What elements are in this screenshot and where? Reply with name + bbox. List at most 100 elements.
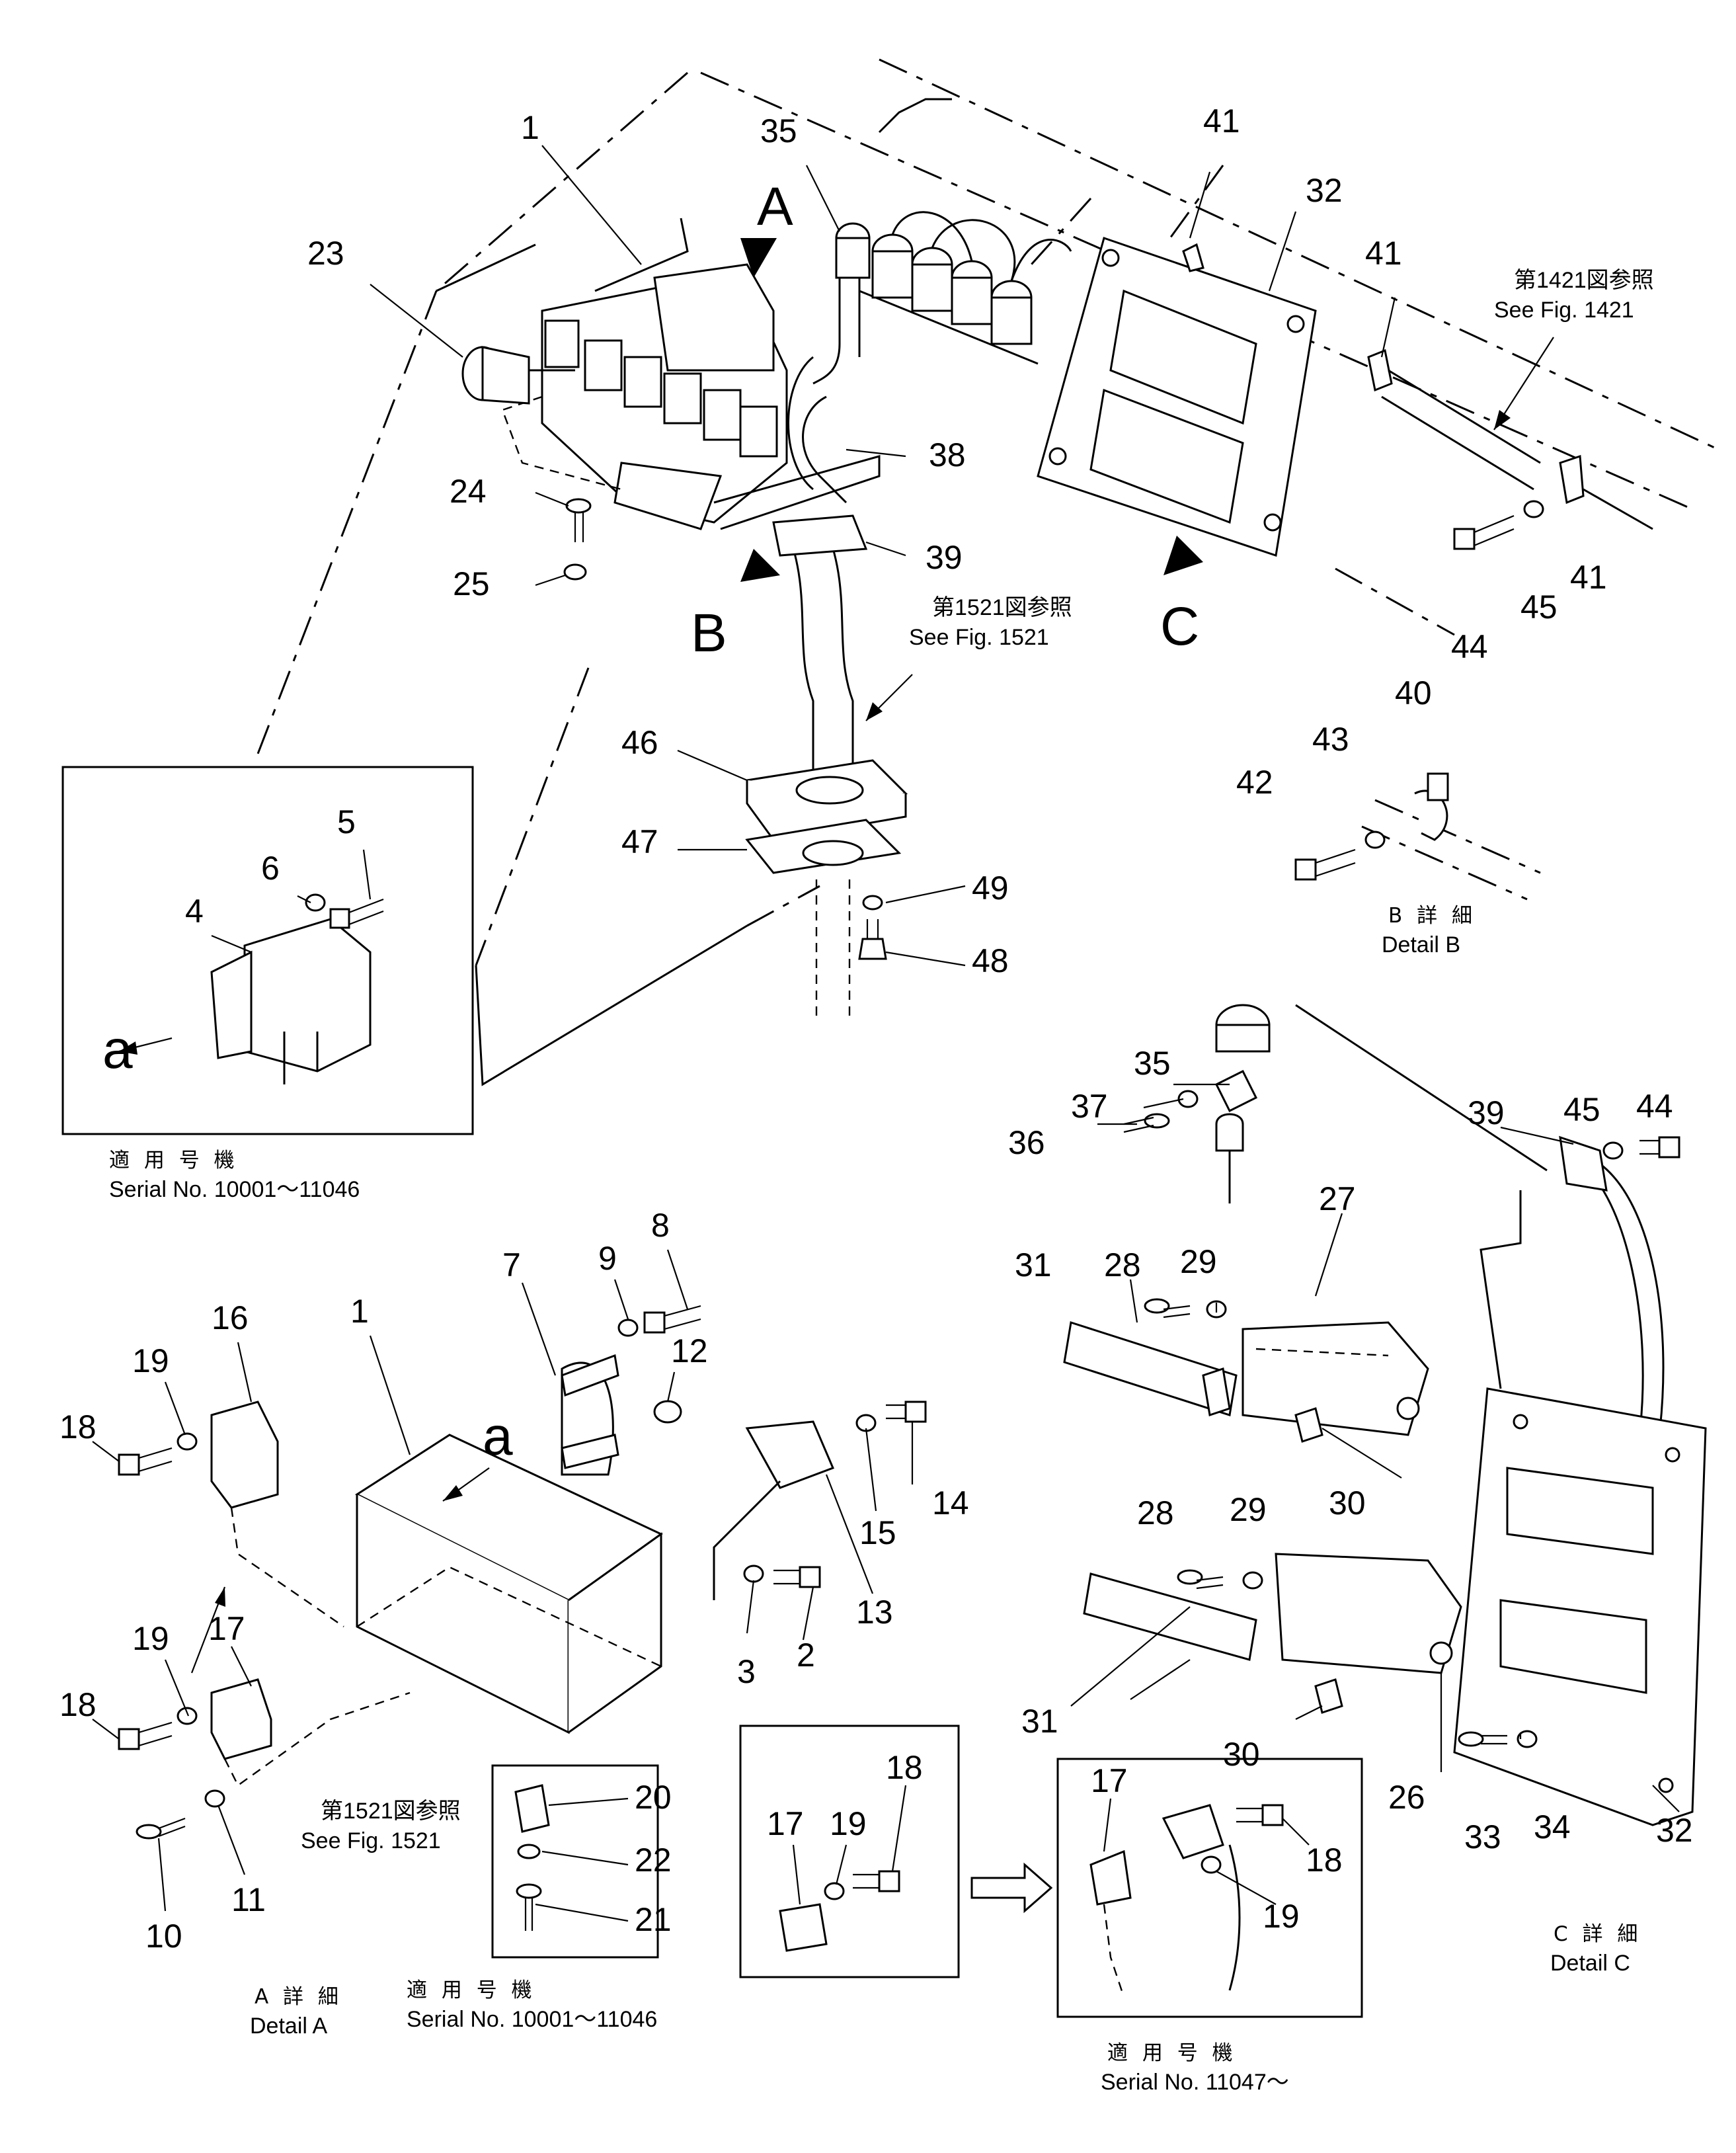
ref-fig-1521b-en: See Fig. 1521 — [301, 1828, 441, 1853]
grommet-46-47 — [745, 759, 908, 1018]
inset-box-serial-11047 — [1056, 1758, 1363, 2018]
callout: 29 — [1230, 1491, 1267, 1528]
callout: 44 — [1636, 1088, 1673, 1125]
inset-box-a — [61, 766, 474, 1135]
view-arrow-a — [740, 238, 777, 278]
sensor-pack — [835, 211, 1072, 365]
view-arrows — [740, 238, 1203, 582]
callout: 20 — [635, 1779, 672, 1816]
ref-fig-1521-jp: 第1521図参照 — [932, 595, 1072, 620]
callout: 19 — [1263, 1898, 1300, 1935]
ref-fig-1521-en: See Fig. 1521 — [909, 625, 1049, 650]
view-letter-a-small: a — [483, 1406, 513, 1467]
callout: 41 — [1570, 559, 1607, 596]
serial-label-jp: 適 用 号 機 — [407, 1978, 536, 2002]
callout: 46 — [621, 724, 658, 761]
callout: 19 — [132, 1620, 169, 1657]
callout: 14 — [932, 1484, 969, 1522]
callout: 42 — [1236, 764, 1273, 801]
serial-range: Serial No. 10001～11046 — [407, 2007, 657, 2032]
view-letter-b: B — [691, 603, 727, 663]
connector-plate-32 — [1037, 237, 1317, 557]
callout: 1 — [521, 109, 539, 146]
callout: 10 — [145, 1918, 182, 1955]
callout: 2 — [797, 1637, 815, 1674]
callout: 39 — [1468, 1094, 1505, 1131]
inset-box-serial-10001-b — [739, 1725, 960, 1978]
ref-fig-1521b-jp: 第1521図参照 — [321, 1799, 461, 1824]
callout: 43 — [1312, 721, 1349, 758]
callout: 28 — [1137, 1494, 1174, 1531]
transition-arrow — [970, 1862, 1053, 1914]
view-letter-a-small: a — [102, 1020, 133, 1080]
callout: 16 — [212, 1299, 249, 1336]
callout: 17 — [1091, 1762, 1128, 1799]
callout: 13 — [856, 1594, 893, 1631]
callout: 17 — [208, 1610, 245, 1647]
callout: 27 — [1319, 1180, 1356, 1217]
callout: 45 — [1520, 589, 1558, 626]
serial-range: Serial No. 11047～ — [1101, 2070, 1289, 2095]
callout: 31 — [1021, 1703, 1058, 1740]
callout: 39 — [926, 539, 963, 576]
callout-numbers: 1 23 35 41 32 41 38 24 25 39 44 45 41 46… — [59, 102, 1693, 1955]
callout: 18 — [59, 1686, 97, 1723]
callout: 28 — [1104, 1246, 1141, 1283]
callout: 17 — [767, 1805, 804, 1842]
view-letters: A B C a a — [102, 177, 1199, 1467]
bolt-44-washer-45 — [1453, 500, 1544, 550]
callout: 15 — [859, 1514, 896, 1551]
callout: 30 — [1223, 1736, 1260, 1773]
detail-a-title-en: Detail A — [250, 2013, 327, 2039]
callout: 31 — [1015, 1246, 1052, 1283]
detail-b-title-jp: B 詳 細 — [1388, 904, 1476, 928]
view-letter-c: C — [1160, 596, 1199, 657]
callout: 32 — [1656, 1812, 1693, 1849]
detail-b-title-en: Detail B — [1382, 932, 1460, 957]
view-arrow-c — [1164, 536, 1203, 575]
callout: 1 — [350, 1293, 369, 1330]
relay-box-assembly — [501, 218, 881, 530]
callout: 18 — [1306, 1842, 1343, 1879]
detail-c-title-en: Detail C — [1550, 1951, 1630, 1976]
detail-c-title-jp: C 詳 細 — [1554, 1922, 1641, 1946]
callout: 21 — [635, 1901, 672, 1938]
callout: 7 — [502, 1246, 521, 1283]
callout: 18 — [59, 1408, 97, 1445]
serial-label-jp: 適 用 号 機 — [1107, 2041, 1237, 2065]
detail-captions: B 詳 細 Detail B A 詳 細 Detail A C 詳 細 Deta… — [109, 904, 1641, 2095]
reference-arrows — [118, 337, 1554, 1674]
callout: 4 — [185, 893, 204, 930]
view-arrow-b — [740, 549, 780, 582]
callout: 49 — [972, 870, 1009, 907]
callout: 22 — [635, 1842, 672, 1879]
callout: 19 — [132, 1342, 169, 1379]
detail-a-drawing — [118, 1305, 927, 1840]
callout: 6 — [261, 850, 280, 887]
connector-23 — [461, 346, 575, 405]
ref-fig-1421-jp: 第1421図参照 — [1514, 268, 1654, 293]
reference-notes: 第1421図参照 See Fig. 1421 第1521図参照 See Fig.… — [301, 268, 1654, 1853]
callout: 38 — [929, 436, 966, 473]
callout: 48 — [972, 942, 1009, 979]
callout: 40 — [1395, 674, 1432, 711]
callout: 37 — [1071, 1088, 1108, 1125]
callout: 19 — [830, 1805, 867, 1842]
clamps-41 — [1182, 243, 1653, 530]
detail-a-title-jp: A 詳 細 — [255, 1985, 342, 2009]
detail-b-drawing — [1294, 772, 1541, 901]
callout: 23 — [307, 235, 344, 272]
callout: 5 — [337, 803, 356, 840]
callout: 35 — [760, 112, 797, 149]
callout: 12 — [671, 1332, 708, 1369]
ref-fig-1421-en: See Fig. 1421 — [1494, 298, 1634, 323]
callout: 25 — [453, 565, 490, 602]
detail-c-drawing — [1063, 1004, 1707, 1826]
callout: 34 — [1534, 1808, 1571, 1846]
callout: 36 — [1008, 1124, 1045, 1161]
callout: 47 — [621, 823, 658, 860]
callout: 11 — [231, 1881, 266, 1918]
callout: 9 — [598, 1240, 617, 1277]
harness-39 — [772, 514, 868, 787]
